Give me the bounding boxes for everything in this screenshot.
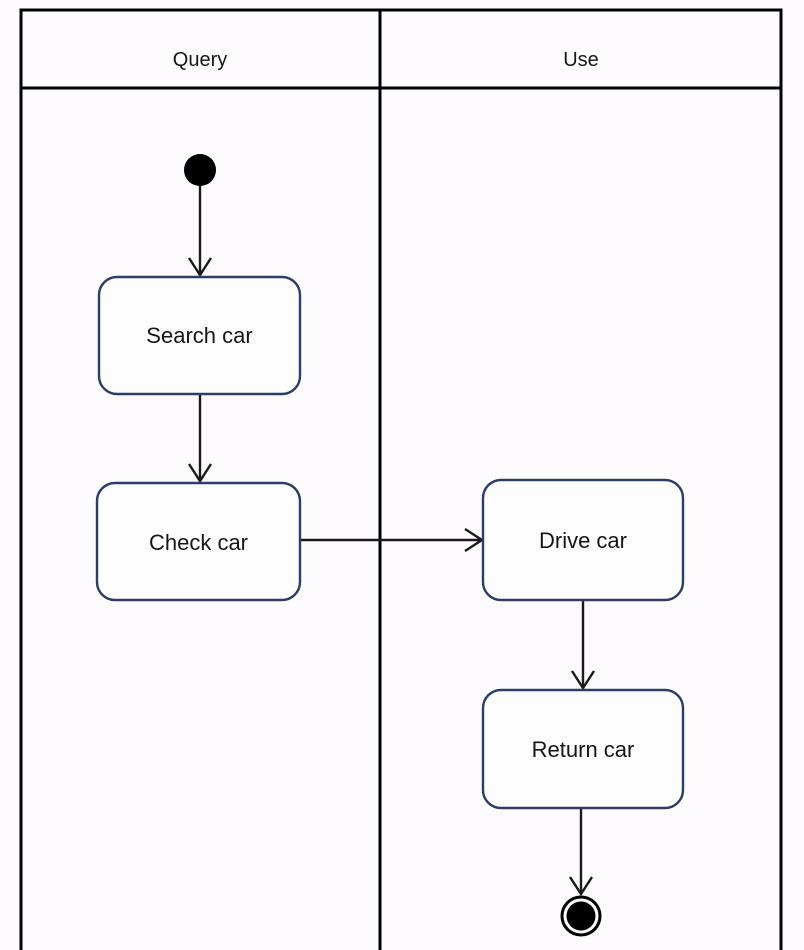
action-node-check-car[interactable]: Check car xyxy=(95,481,302,602)
initial-node-circle[interactable] xyxy=(184,154,216,186)
arrowhead-icon xyxy=(187,257,213,278)
lane-header-query: Query xyxy=(173,49,227,71)
edge-search-car-to-check-car xyxy=(187,394,213,484)
action-node-shape[interactable] xyxy=(97,275,302,396)
edges-layer xyxy=(187,186,596,897)
lane-header-use: Use xyxy=(563,49,599,71)
action-node-return-car[interactable]: Return car xyxy=(481,688,685,810)
action-node-drive-car[interactable]: Drive car xyxy=(481,478,685,602)
final-node-core[interactable] xyxy=(566,901,596,931)
arrowhead-icon xyxy=(568,876,594,897)
edge-drive-car-to-return-car xyxy=(570,600,596,691)
action-node-label: Check car xyxy=(149,530,248,555)
edge-start-to-search-car xyxy=(187,186,213,278)
lane-title-query: Query xyxy=(173,49,227,71)
arrowhead-icon xyxy=(570,670,596,691)
edge-return-car-to-end xyxy=(568,808,594,897)
action-node-label: Drive car xyxy=(539,528,627,553)
final-node[interactable] xyxy=(560,895,602,937)
action-node-shape[interactable] xyxy=(95,481,302,602)
action-node-label: Search car xyxy=(146,323,252,348)
action-node-shape[interactable] xyxy=(481,478,685,602)
action-node-search-car[interactable]: Search car xyxy=(97,275,302,396)
action-node-label: Return car xyxy=(532,737,635,762)
arrowhead-icon xyxy=(187,463,213,484)
lane-title-use: Use xyxy=(563,49,599,71)
initial-node[interactable] xyxy=(184,154,216,186)
action-node-shape[interactable] xyxy=(481,688,685,810)
